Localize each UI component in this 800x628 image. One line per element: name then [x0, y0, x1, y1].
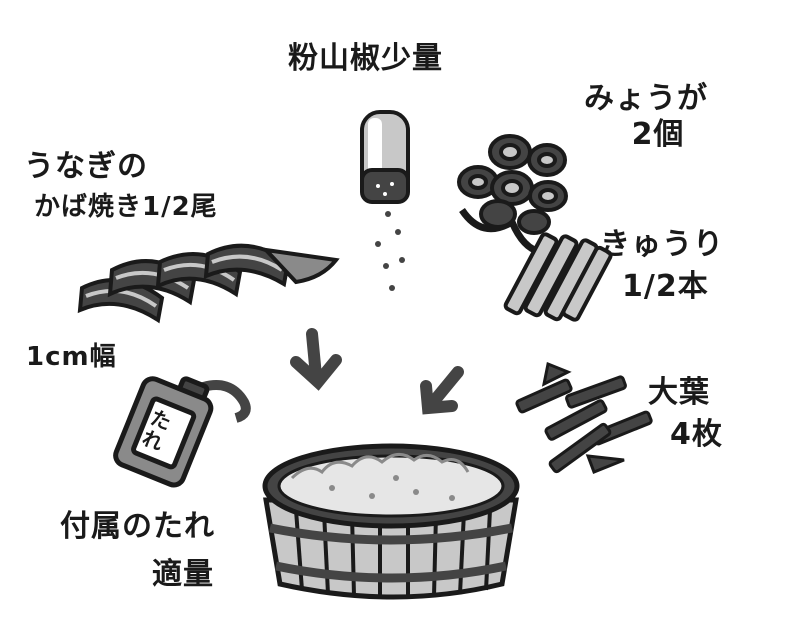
label-cucumber-name: きゅうり — [600, 227, 724, 262]
label-sansho: 粉山椒少量 — [288, 41, 443, 76]
label-unagi-qty: かば焼き1/2尾 — [34, 192, 218, 222]
label-sauce-qty: 適量 — [152, 557, 214, 592]
shiso-strips — [515, 361, 653, 474]
arrow-right — [420, 366, 464, 415]
myoga-slices — [457, 134, 568, 256]
label-sauce-name: 付属のたれ — [60, 509, 215, 544]
label-myoga-name: みょうが — [584, 81, 708, 116]
label-cucumber-qty: 1/2本 — [622, 269, 709, 304]
sushi-tub — [262, 443, 520, 600]
label-myoga-qty: 2個 — [631, 117, 685, 152]
sansho-shaker — [360, 110, 410, 204]
unagi-pieces — [77, 243, 340, 324]
label-cut-width: 1cm幅 — [26, 342, 117, 372]
label-shiso-qty: 4枚 — [670, 417, 723, 452]
cucumber-sticks — [503, 232, 613, 322]
arrow-left — [290, 328, 342, 391]
sansho-powder — [375, 211, 405, 291]
sauce-bottle — [113, 376, 251, 488]
label-unagi-name: うなぎの — [24, 149, 148, 184]
label-shiso-name: 大葉 — [648, 375, 710, 410]
